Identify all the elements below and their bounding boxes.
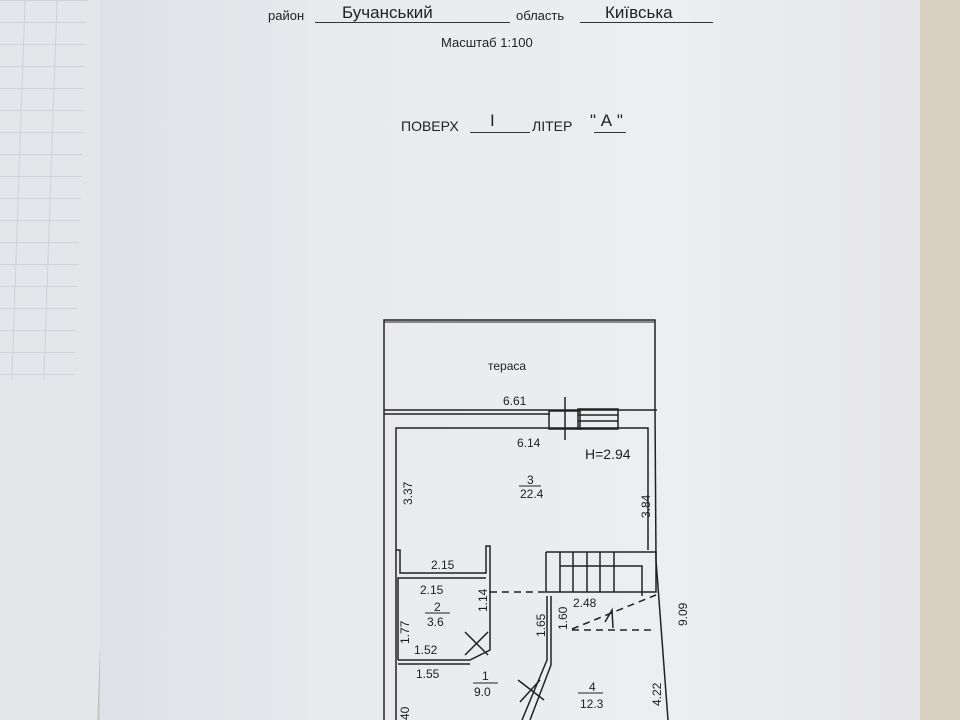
scale-label: Масштаб 1:100 xyxy=(441,35,533,50)
letter-underline xyxy=(594,118,626,133)
dim-total-length: 9.09 xyxy=(676,602,690,626)
district-value: Бучанський xyxy=(342,3,433,22)
room4-area: 12.3 xyxy=(580,697,604,711)
room2-area: 3.6 xyxy=(427,615,444,629)
dim-stairs-width: 2.48 xyxy=(573,596,597,610)
dim-room3-right: 3.84 xyxy=(639,494,653,518)
ceiling-height: H=2.94 xyxy=(585,446,631,462)
plan-walls xyxy=(383,319,669,720)
floor-value: I xyxy=(490,111,495,130)
room1-area: 9.0 xyxy=(474,685,491,699)
floor-label: ПОВЕРХ xyxy=(401,118,459,134)
dim-corridor-a: 1.65 xyxy=(534,613,548,637)
dim-room3-left: 3.37 xyxy=(401,481,415,505)
floor-underline xyxy=(470,118,530,133)
dim-room3-top: 6.14 xyxy=(517,436,541,450)
room3-area: 22.4 xyxy=(520,487,544,501)
dim-room2-right: 1.14 xyxy=(476,588,490,612)
dim-corridor-b: 1.60 xyxy=(556,606,570,630)
district-underline xyxy=(315,8,510,23)
room2-number: 2 xyxy=(434,600,441,614)
document-page xyxy=(100,0,920,720)
room3-number: 3 xyxy=(527,473,534,487)
dim-room2-left: 1.77 xyxy=(398,620,412,644)
dim-room1-left: 40 xyxy=(398,706,412,720)
dim-room2-bottom: 1.52 xyxy=(414,643,438,657)
letter-label: ЛІТЕР xyxy=(532,118,573,134)
dim-room4-right: 4.22 xyxy=(650,682,664,706)
dim-terrace-width: 6.61 xyxy=(503,394,527,408)
district-label: район xyxy=(268,8,305,23)
letter-value: " А " xyxy=(590,111,623,130)
dim-room2-top: 2.15 xyxy=(420,583,444,597)
terrace-label: тераса xyxy=(488,359,526,373)
region-underline xyxy=(580,8,713,23)
room1-number: 1 xyxy=(482,669,489,683)
dim-room3-bottom: 2.15 xyxy=(431,558,455,572)
region-label: область xyxy=(516,8,565,23)
region-value: Київська xyxy=(605,3,673,22)
dim-room1-top: 1.55 xyxy=(416,667,440,681)
room4-number: 4 xyxy=(589,680,596,694)
